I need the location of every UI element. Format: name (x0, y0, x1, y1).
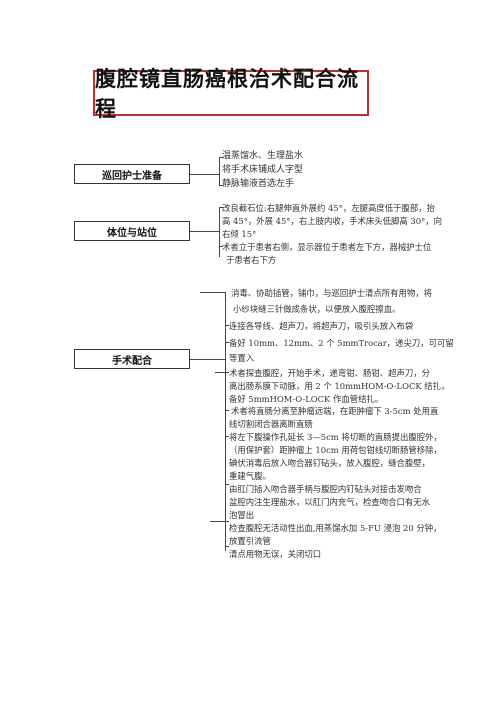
surgery-line: 盆腔内注生理盐水，以肛门内充气，检查吻合口有无水 (229, 497, 430, 507)
section-label-nurse: 巡回护士准备 (74, 164, 190, 184)
surgery-line: 备好 10mm、12mm、2 个 5mmTrocar，递尖刀，可可留 (229, 338, 454, 348)
position-line: 高 45°，外展 45°，右上肢内收，手术床头低脚高 30°，向 (222, 216, 443, 226)
connector-surgery (190, 359, 226, 360)
surgery-line: 将左下腹操作孔延长 3—5cm 将切断的直肠提出腹腔外， (229, 432, 442, 442)
surgery-line: 由肛门插入吻合器手柄与腹腔内钉砧头对接击发吻合 (229, 484, 422, 494)
bracket-nurse (219, 157, 220, 186)
surgery-line: 术者探查腹腔，开始手术，递弯钳、肠钳、超声刀，分 (229, 368, 430, 378)
bracket-position (219, 207, 220, 257)
surgery-line: 小纱块缝三针做成条状，以便放入腹腔擦血。 (233, 304, 401, 314)
tick (219, 207, 223, 208)
nurse-item: 温蒸馏水、生理盐水 (222, 151, 304, 161)
surgery-line: 线切割闭合器离断直肠 (229, 419, 313, 429)
section-label-surgery: 手术配合 (74, 349, 190, 369)
position-line: 于患者右下方 (226, 255, 277, 265)
surgery-line: 检查腹腔无活动性出血,用蒸馏水加 5-FU 浸泡 20 分钟， (229, 523, 442, 533)
tick (219, 185, 223, 186)
surgery-line: （用保护套）距肿瘤上 10cm 用荷包钳线切断肠管移除， (229, 445, 442, 455)
bracket-surgery (225, 292, 226, 551)
tick (225, 342, 229, 343)
connector-position (190, 231, 220, 232)
position-line: 右倾 15° (222, 229, 257, 239)
page-title: 腹腔镜直肠癌根治术配合流程 (95, 66, 359, 121)
section-label-position: 体位与站位 (74, 221, 190, 241)
surgery-line: 离出肠系膜下动脉，用 2 个 10mmHOM-O-LOCK 结扎， (229, 381, 450, 391)
tick (225, 546, 229, 547)
surgery-line: 连接各导线、超声刀，将超声刀，吸引头放入布袋 (229, 321, 414, 331)
tick (215, 372, 229, 373)
tick (225, 325, 229, 326)
surgery-line: 清点用物无误，关闭切口 (229, 549, 322, 559)
surgery-line: 消毒、协助插管，铺巾，与巡回护士清点所有用物，将 (231, 288, 432, 298)
surgery-line: 术者将直肠分离至肿瘤远端，在距肿瘤下 3-5cm 处用直 (231, 406, 439, 416)
tick (225, 410, 229, 411)
surgery-line: 重建气腹。 (229, 471, 271, 481)
tick (225, 436, 229, 437)
tick (219, 157, 223, 158)
tick (200, 292, 226, 293)
connector-nurse (190, 174, 220, 175)
tick (225, 484, 229, 485)
position-line: 改良截石位:右腿伸直外展约 45°，左腿高度低于腹部，抬 (222, 203, 435, 213)
surgery-line: 放置引流管 (229, 536, 271, 546)
nurse-item: 静脉输液首选左手 (222, 179, 295, 189)
surgery-line: 碘伏消毒后放入吻合器钉砧头，放入腹腔，缝合腹壁， (229, 458, 430, 468)
surgery-line: 等置入 (229, 353, 255, 363)
nurse-item: 将手术床铺成人字型 (222, 165, 304, 175)
position-line: 术者立于患者右侧，显示器位于患者左下方，器械护士位 (222, 242, 432, 252)
title-box: 腹腔镜直肠癌根治术配合流程 (93, 66, 369, 121)
tick (210, 521, 229, 522)
tick (219, 246, 223, 247)
surgery-line: 泡冒出 (229, 510, 255, 520)
surgery-line: 备好 5mmHOM-O-LOCK 作血管结扎。 (229, 394, 384, 404)
